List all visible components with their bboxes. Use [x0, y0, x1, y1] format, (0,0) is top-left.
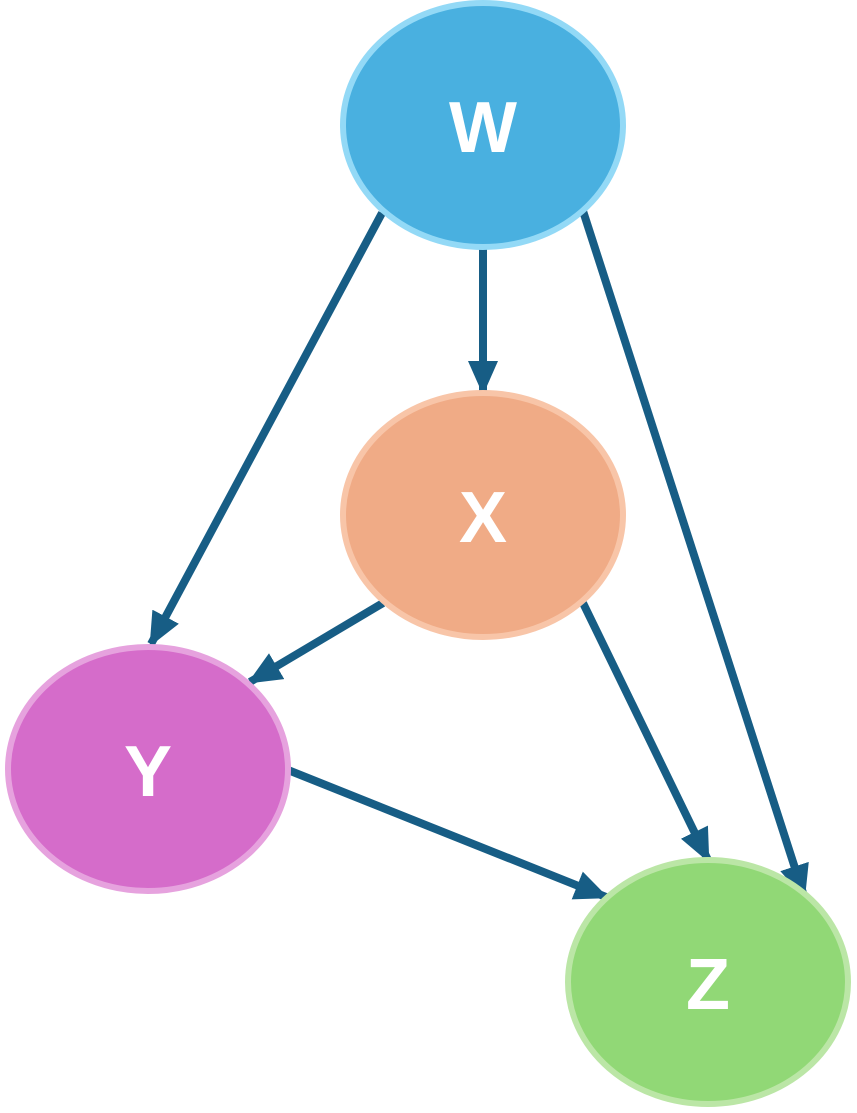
edge-y-to-z [286, 766, 609, 901]
edge-x-to-y [247, 599, 386, 686]
node-w-circle [340, 0, 626, 250]
node-w-label: W [449, 88, 517, 168]
edge-x-to-z [579, 601, 712, 863]
node-y-label: Y [124, 732, 172, 812]
node-z: Z [565, 857, 851, 1107]
edges [147, 209, 809, 901]
node-x: X [340, 390, 626, 640]
node-y: Y [5, 644, 291, 894]
node-z-circle [565, 857, 851, 1107]
node-z-label: Z [686, 945, 730, 1025]
nodes: W X Y Z [5, 0, 851, 1107]
node-x-label: X [459, 478, 507, 558]
edge-w-to-y [147, 211, 386, 647]
node-x-circle [340, 390, 626, 640]
node-y-circle [5, 644, 291, 894]
node-w: W [340, 0, 626, 250]
edge-w-to-z [579, 209, 809, 899]
